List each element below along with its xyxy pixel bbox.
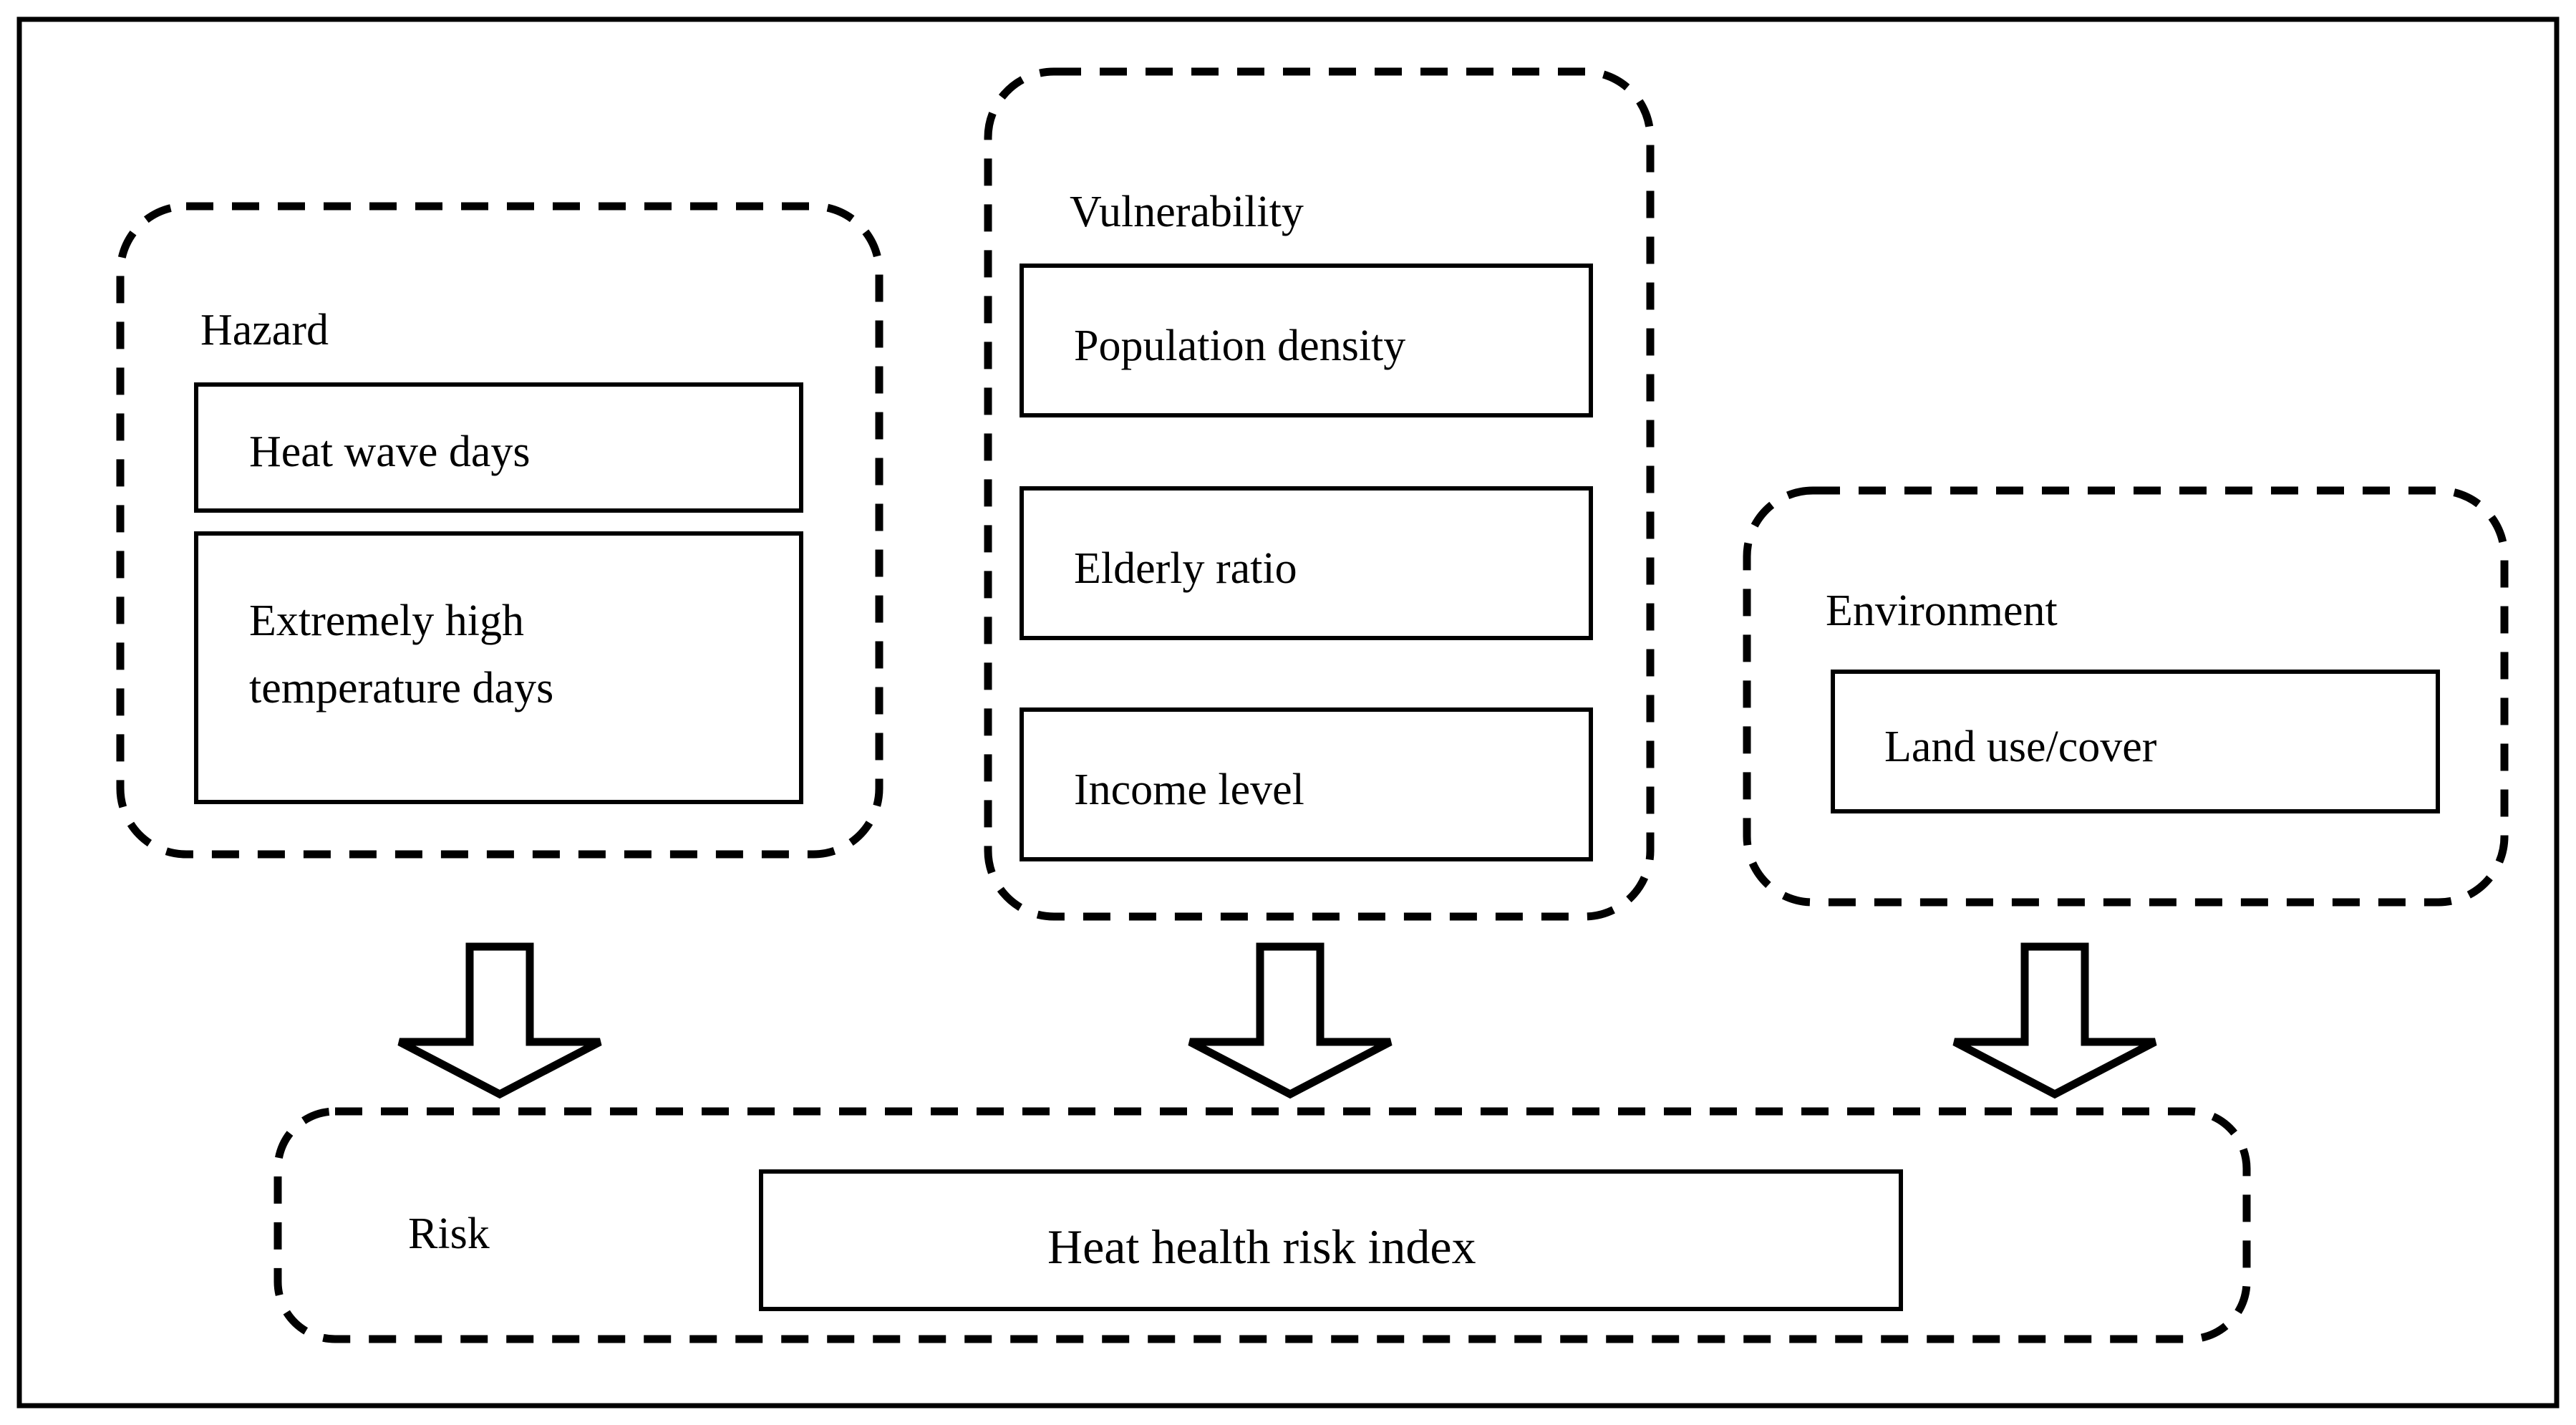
heat-health-risk-index-box[interactable]: [759, 1169, 1903, 1311]
risk-group-label: Risk: [408, 1209, 490, 1258]
income-level-label: Income level: [1074, 765, 1304, 814]
hazard-group-label: Hazard: [200, 306, 329, 354]
risk-group-border[interactable]: [273, 1107, 2251, 1343]
land-use-cover-label: Land use/cover: [1884, 723, 2157, 771]
heat-wave-days-box[interactable]: [194, 382, 803, 513]
extremely-high-temperature-days-line1: Extremely high: [249, 596, 524, 645]
hazard-group-border[interactable]: [116, 202, 883, 859]
extremely-high-temperature-days-box[interactable]: [194, 531, 803, 804]
arrow-environment-to-risk: [1952, 942, 2157, 1099]
population-density-box[interactable]: [1020, 264, 1593, 417]
land-use-cover-box[interactable]: [1831, 670, 2440, 813]
outer-frame: [16, 16, 2560, 1409]
vulnerability-group-border[interactable]: [984, 67, 1655, 921]
arrow-vulnerability-to-risk: [1188, 942, 1393, 1099]
elderly-ratio-label: Elderly ratio: [1074, 544, 1297, 593]
extremely-high-temperature-days-line2: temperature days: [249, 664, 554, 713]
income-level-box[interactable]: [1020, 707, 1593, 861]
population-density-label: Population density: [1074, 322, 1406, 370]
extremely-high-temperature-days-label: Extremely high temperature days: [249, 587, 553, 722]
heat-health-risk-index-label: Heat health risk index: [1047, 1219, 1476, 1274]
heat-wave-days-label: Heat wave days: [249, 428, 531, 476]
vulnerability-group-label: Vulnerability: [1070, 188, 1304, 236]
elderly-ratio-box[interactable]: [1020, 486, 1593, 640]
arrow-hazard-to-risk: [397, 942, 602, 1099]
environment-group-border[interactable]: [1743, 486, 2509, 907]
environment-group-label: Environment: [1826, 586, 2058, 635]
